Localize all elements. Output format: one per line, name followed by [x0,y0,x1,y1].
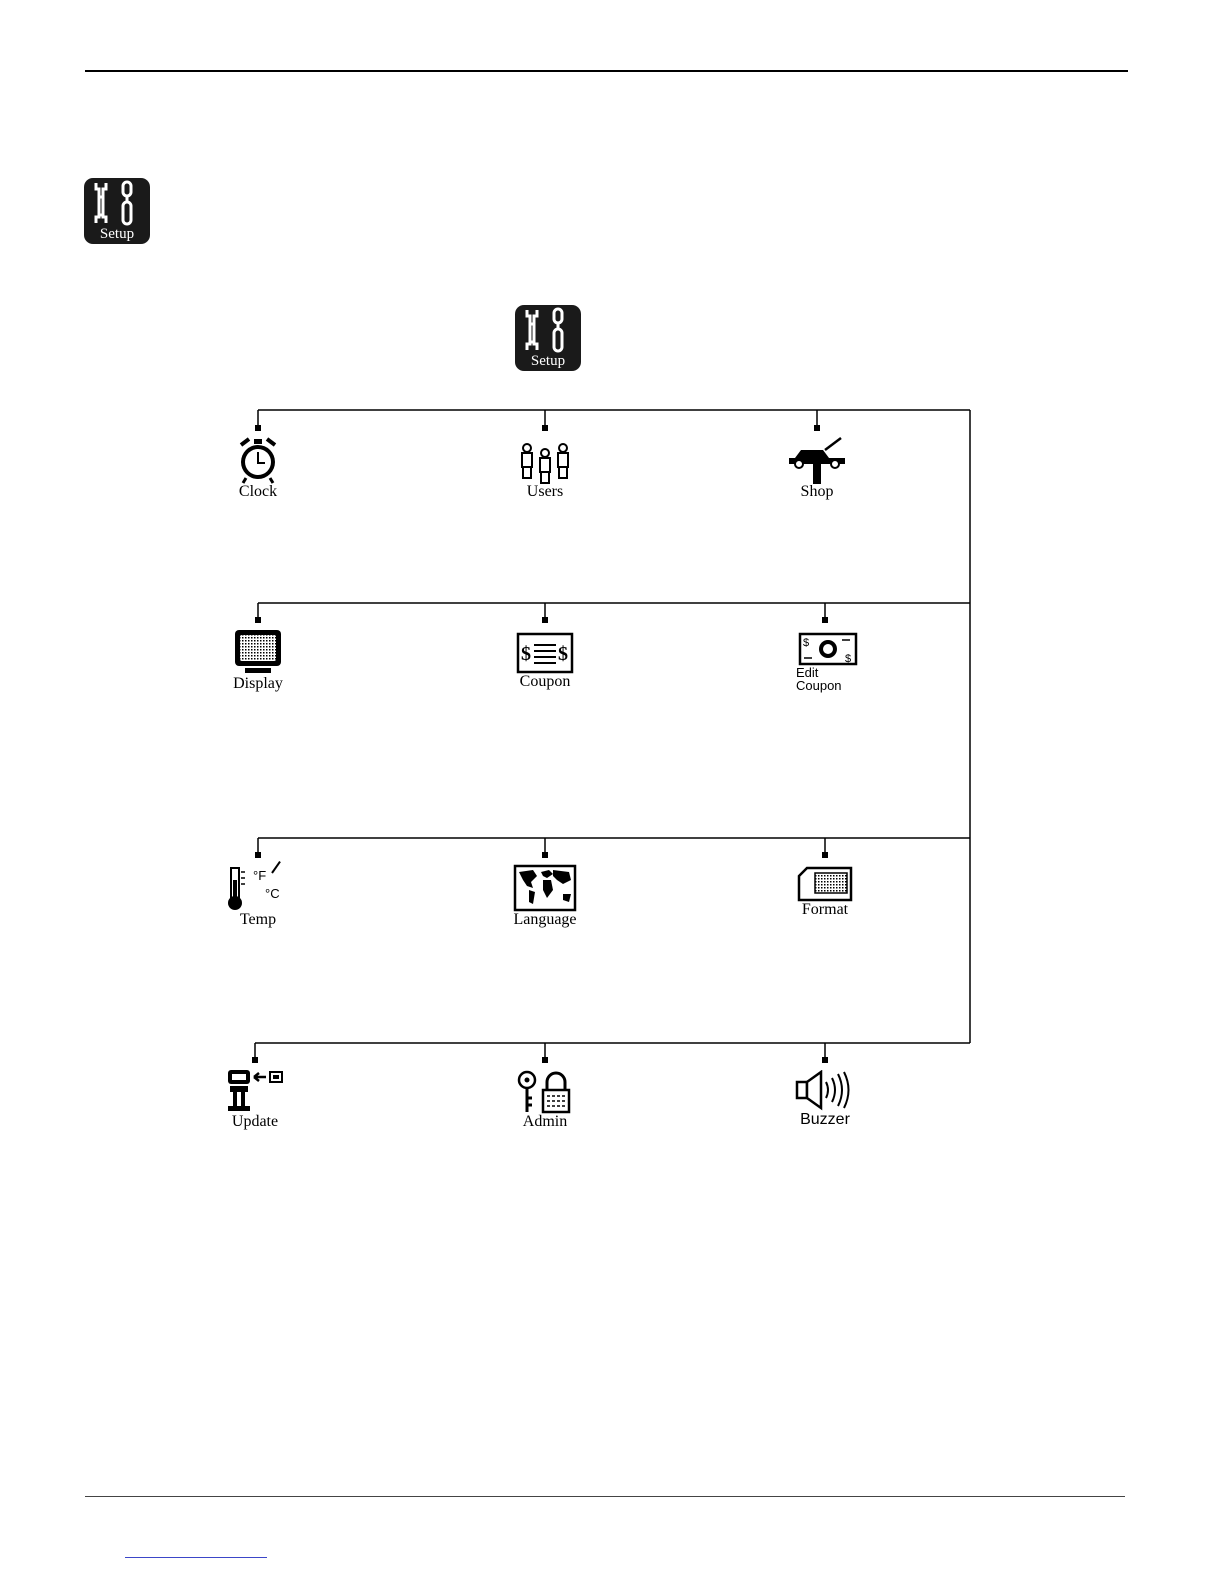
svg-text:$: $ [558,643,568,665]
car-lift-icon [787,436,847,484]
temp-fahrenheit: °F [253,868,266,883]
alarm-clock-icon [234,436,282,484]
node-display[interactable]: Display [198,628,318,692]
temp-celsius: °C [265,886,280,901]
node-buzzer[interactable]: Buzzer [765,1070,885,1128]
svg-text:$: $ [803,637,809,649]
node-label: Clock [198,484,318,500]
node-label: Update [195,1114,315,1130]
node-label: Shop [757,484,877,500]
node-label: Language [485,912,605,928]
node-label: Temp [198,912,318,928]
world-map-icon [513,864,577,912]
users-icon [517,440,573,484]
node-label: Display [198,676,318,692]
footer-link-underline[interactable] [125,1557,267,1558]
node-coupon[interactable]: $ $ Coupon [485,632,605,690]
speaker-icon [795,1070,855,1112]
svg-text:$: $ [845,653,851,665]
node-update[interactable]: Update [195,1068,315,1130]
node-format[interactable]: Format [765,866,885,918]
svg-text:$: $ [521,643,531,665]
connector-row-4 [255,1043,970,1060]
node-label: Buzzer [765,1112,885,1128]
node-edit-coupon[interactable]: $ $ Edit Coupon [752,632,872,692]
node-label: Coupon [485,674,605,690]
node-label: Users [485,484,605,500]
node-label: Format [765,902,885,918]
memory-card-icon [797,866,853,902]
node-shop[interactable]: Shop [757,436,877,500]
thermometer-icon [223,866,255,912]
connector-row-2 [258,603,970,620]
footer-rule [85,1496,1125,1497]
node-admin[interactable]: Admin [485,1070,605,1130]
connector-row-1 [258,410,970,428]
node-label: Admin [485,1114,605,1130]
node-users[interactable]: Users [485,440,605,500]
node-label: Edit Coupon [752,666,872,692]
node-clock[interactable]: Clock [198,436,318,500]
node-language[interactable]: Language [485,864,605,928]
update-device-icon [224,1068,286,1114]
coupon-icon: $ $ [516,632,574,674]
connector-row-3 [258,838,970,855]
node-temp[interactable]: °F °C Temp [198,866,318,928]
monitor-icon [233,628,283,676]
key-lock-icon [515,1070,575,1114]
edit-coupon-icon: $ $ [798,632,858,666]
